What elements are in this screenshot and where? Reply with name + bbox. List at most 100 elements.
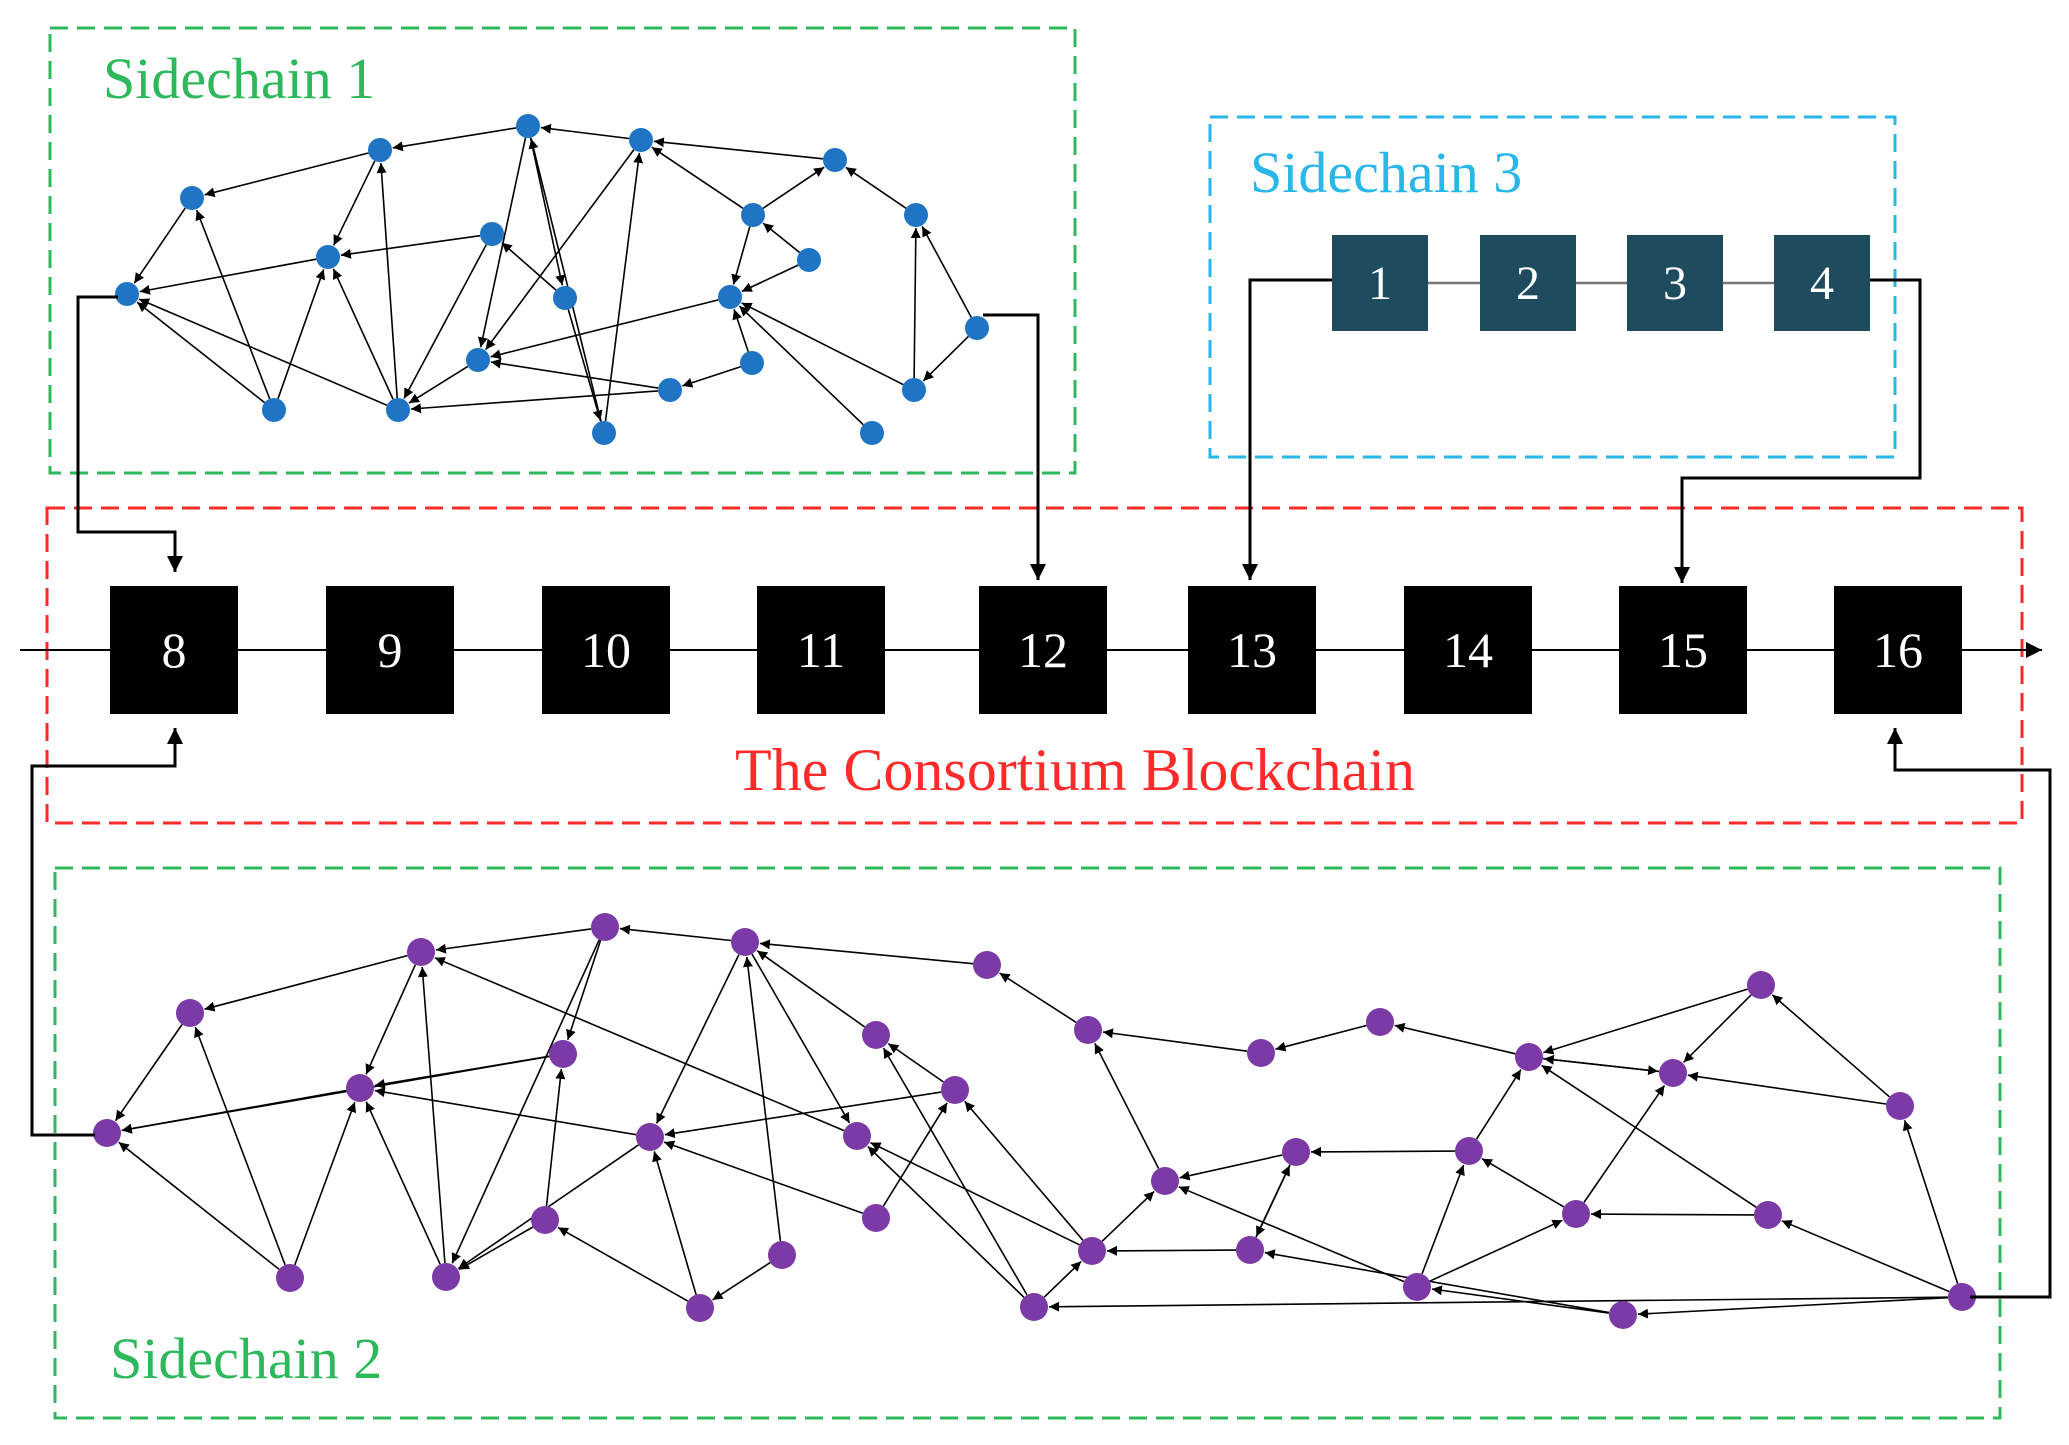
edges2-edge-15 [1543,1054,1660,1073]
edges2-edge-8 [1275,1024,1367,1052]
edges1-edge-32 [921,226,973,318]
edges1-edge-21 [277,269,326,399]
edges2-edge-60 [1902,1120,1959,1284]
sidechain1-border [48,26,1077,475]
edges2-edge-48 [1481,1157,1565,1208]
connector-sc2-to-block16 [1887,728,2052,1299]
edges1-edge-37 [490,358,659,389]
edges2-edge-29 [365,1101,441,1265]
edges1-edge-28 [732,309,749,352]
edges1-edge-24 [340,234,481,259]
edges2-edge-55 [1429,1219,1563,1282]
edges1-edge-1 [133,207,186,284]
sidechain1-node-21 [860,421,884,445]
edges1-edge-23 [376,162,398,399]
sidechain1-node-10 [553,286,577,310]
edges1-edge-31 [922,335,969,382]
sidechain2-node-14 [346,1074,374,1102]
main-block-label-16: 16 [1873,622,1923,678]
edges2-edge-23 [751,953,851,1124]
sidechain2-node-15 [549,1040,577,1068]
edges2-edge-52 [1541,1064,1757,1208]
sidechain1-node-17 [466,348,490,372]
main-block-label-8: 8 [162,622,187,678]
sidechain1-node-12 [797,248,821,272]
sidechain2-node-0 [176,999,204,1027]
sidechain2-label: Sidechain 2 [110,1326,382,1391]
sidechain3-block-4 [1774,235,1870,331]
sidechain2-node-33 [1609,1301,1637,1329]
edges1-edge-13 [529,137,566,286]
edges1-edge-8 [332,160,376,246]
sidechain2-node-20 [1282,1138,1310,1166]
sidechain2-node-4 [731,928,759,956]
sidechain2-node-6 [862,1021,890,1049]
sidechain1-node-1 [115,282,139,306]
edges1-edge-36 [528,138,602,422]
edges2-edge-32 [458,1226,534,1271]
sidechain2-node-2 [407,938,435,966]
edges2-edge-45 [1179,1154,1283,1181]
edges1-edge-17 [408,365,469,404]
main-block-label-14: 14 [1443,622,1493,678]
edges2-edge-20 [566,940,602,1041]
edges1-edge-34 [490,299,719,360]
edges2-edge-33 [557,1226,689,1302]
edges2-edge-61 [1637,1296,1949,1319]
edges1-edge-25 [403,244,488,399]
sidechain2-node-26 [531,1206,559,1234]
edges2-edge-36 [663,1140,864,1215]
sidechain2-nodes [93,913,1976,1329]
edges1-edge-0 [204,152,369,198]
edges2-edge-47 [1255,1164,1291,1237]
edges2-edge-11 [1683,994,1752,1063]
edges2-edge-37 [882,1102,948,1207]
edges2-edge-42 [1101,1190,1155,1242]
main-block-label-9: 9 [378,622,403,678]
sidechain1-node-18 [592,421,616,445]
edges2-edge-5 [756,950,866,1028]
edges2-edge-13 [1771,994,1890,1098]
sidechain1-node-6 [741,203,765,227]
edges1-edge-18 [138,298,388,407]
main-block-9 [326,586,454,714]
edges1-edge-9 [139,258,317,295]
sidechain2-node-18 [941,1076,969,1104]
edges2-edge-28 [294,1101,357,1266]
sidechain1-node-20 [902,378,926,402]
edges2-edge-27 [194,1026,286,1266]
edges2-edge-19 [121,1055,550,1134]
edges2-edge-30 [417,966,446,1264]
sidechain2-node-22 [1562,1200,1590,1228]
edges2-edge-1 [114,1024,183,1122]
edges2-edge-64 [743,956,782,1242]
edges2-edge-35 [712,1261,771,1301]
sidechain1-edges [133,123,973,426]
sidechain1-node-3 [516,114,540,138]
sidechain1-node-9 [480,222,504,246]
edges1-edge-29 [910,227,921,379]
sidechain3-block-label-2: 2 [1516,257,1540,310]
sidechain1-nodes [115,114,989,445]
sidechain1-node-16 [386,398,410,422]
edges1-edge-16 [567,309,603,421]
main-block-12 [979,586,1107,714]
edges2-edge-49 [1475,1069,1522,1140]
sidechain2-node-34 [1020,1293,1048,1321]
sidechain3-block-label-4: 4 [1810,257,1834,310]
edges2-edge-43 [1106,1245,1237,1256]
sidechain2-node-16 [636,1123,664,1151]
sidechain2-node-10 [1515,1043,1543,1071]
sidechain2-node-8 [1247,1039,1275,1067]
edges1-edge-10 [731,226,751,285]
sidechain1-node-8 [316,245,340,269]
edges2-edge-50 [1583,1084,1666,1203]
edges1-edge-12 [485,149,635,351]
edges2-edge-62 [1264,1249,1610,1314]
edges1-edge-2 [392,127,517,152]
sidechain3-block-label-1: 1 [1368,257,1392,310]
sidechain2-node-29 [862,1204,890,1232]
sidechain2-node-32 [1403,1273,1431,1301]
